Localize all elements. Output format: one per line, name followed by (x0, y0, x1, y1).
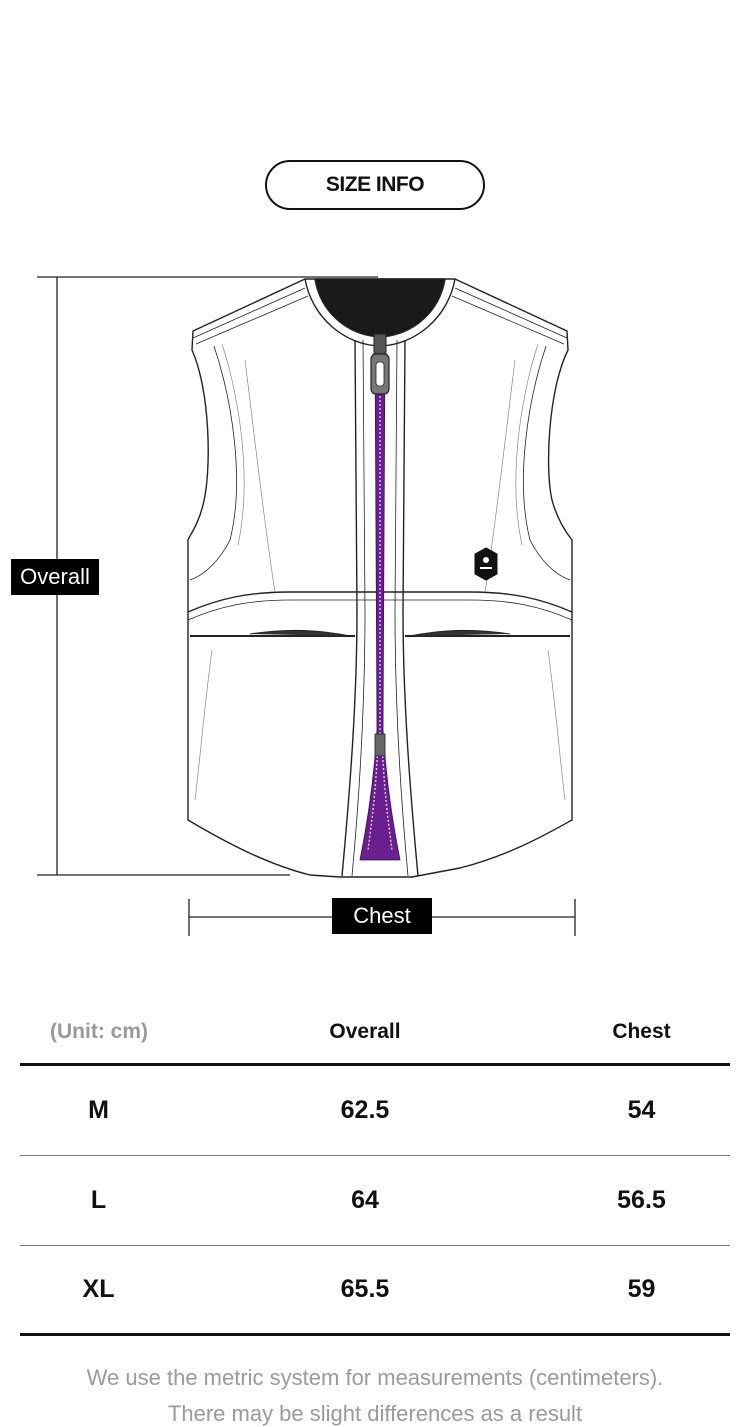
overall-cell: 65.5 (340, 1275, 390, 1303)
size-cell: L (90, 1186, 107, 1214)
size-info-badge: SIZE INFO (265, 160, 485, 210)
overall-dimension-label: Overall (11, 559, 99, 595)
chest-dimension-label: Chest (332, 898, 432, 934)
table-row: XL 65.5 59 (20, 1246, 730, 1336)
size-table: (Unit: cm) Overall Chest M 62.5 54 L 64 … (20, 1000, 730, 1336)
table-row: L 64 56.5 (20, 1156, 730, 1246)
measurement-notes: We use the metric system for measurement… (0, 1360, 750, 1427)
chest-cell: 54 (627, 1096, 656, 1124)
size-cell: M (88, 1096, 109, 1124)
brand-badge-icon (474, 547, 498, 581)
note-line-1: We use the metric system for measurement… (86, 1365, 664, 1390)
note-line-2: There may be slight differences as a res… (167, 1401, 583, 1426)
size-cell: XL (82, 1275, 115, 1303)
overall-cell: 62.5 (340, 1096, 390, 1124)
chest-cell: 59 (627, 1275, 656, 1303)
zipper (359, 333, 401, 861)
table-row: M 62.5 54 (20, 1066, 730, 1156)
vest-diagram (37, 276, 576, 936)
chest-cell: 56.5 (617, 1186, 666, 1214)
overall-cell: 64 (351, 1186, 379, 1214)
unit-header: (Unit: cm) (50, 1019, 148, 1043)
overall-header: Overall (329, 1019, 401, 1043)
chest-header: Chest (612, 1019, 671, 1043)
table-header: (Unit: cm) Overall Chest (20, 1000, 730, 1066)
